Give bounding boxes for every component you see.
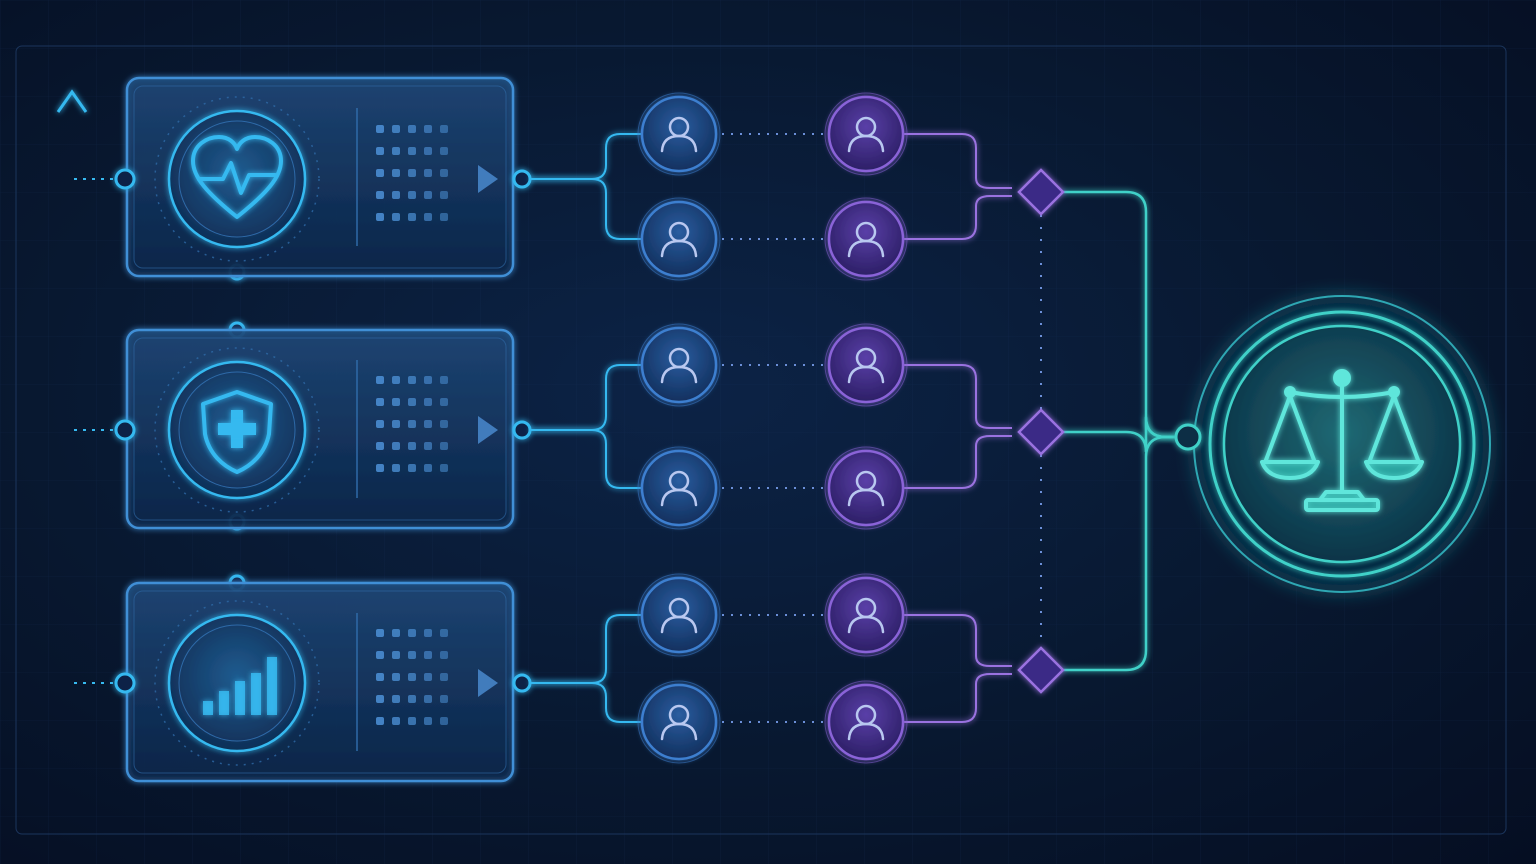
diagram-frame (15, 45, 1507, 835)
panels (114, 76, 532, 783)
diamond-icon (1017, 168, 1065, 216)
person-node (637, 680, 721, 764)
merge-connector (903, 133, 1012, 189)
person-icon (660, 704, 698, 741)
split-connector (530, 364, 642, 431)
panel-metrics (114, 581, 532, 783)
dot-matrix (376, 376, 448, 472)
heart-pulse-icon (191, 135, 283, 219)
balance-scale-icon (1260, 369, 1424, 512)
outcome-connector (1062, 416, 1176, 453)
person-node (637, 446, 721, 530)
person-node (824, 446, 908, 530)
outcome-connector (1062, 435, 1176, 672)
split-connector (530, 133, 642, 180)
people-nodes (637, 92, 908, 764)
outcome-input-port (1174, 423, 1202, 451)
person-node (824, 92, 908, 176)
person-icon (847, 347, 885, 384)
person-node (824, 680, 908, 764)
diamond-icon (1017, 408, 1065, 456)
merge-connector (903, 614, 1012, 667)
arrow-up-icon (56, 89, 88, 113)
play-arrow-icon (478, 165, 498, 193)
person-icon (847, 597, 885, 634)
merge-connector (903, 673, 1012, 723)
play-arrow-icon (478, 669, 498, 697)
split-connector (530, 178, 642, 240)
dot-matrix (376, 125, 448, 221)
connector-lines (530, 133, 1012, 723)
person-icon (660, 221, 698, 258)
person-node (637, 323, 721, 407)
person-node (824, 573, 908, 657)
person-icon (847, 470, 885, 507)
panel-output-port (512, 169, 532, 189)
split-connector (530, 429, 642, 489)
panel-input-port (114, 419, 136, 441)
split-connector (530, 614, 642, 684)
panel-output-port (512, 673, 532, 693)
panel-safety (114, 328, 532, 530)
merge-nodes (1017, 168, 1176, 694)
person-icon (660, 347, 698, 384)
axis-arrow (56, 89, 88, 775)
split-connector (530, 682, 642, 723)
person-node (824, 323, 908, 407)
diamond-icon (1017, 646, 1065, 694)
merge-connector (903, 364, 1012, 429)
outcome-node (1193, 295, 1491, 593)
person-node (824, 197, 908, 281)
person-node (637, 573, 721, 657)
person-icon (660, 597, 698, 634)
person-icon (660, 470, 698, 507)
person-icon (847, 221, 885, 258)
play-arrow-icon (478, 416, 498, 444)
merge-connector (903, 435, 1012, 489)
person-icon (847, 704, 885, 741)
person-node (637, 197, 721, 281)
dot-matrix (376, 629, 448, 725)
bar-chart-icon (203, 657, 277, 715)
merge-connector (903, 195, 1012, 240)
person-icon (847, 116, 885, 153)
panel-input-port (114, 672, 136, 694)
panel-input-port (114, 168, 136, 190)
person-icon (660, 116, 698, 153)
person-node (637, 92, 721, 176)
shield-plus-icon (201, 390, 273, 474)
panel-output-port (512, 420, 532, 440)
panel-health (114, 76, 532, 278)
